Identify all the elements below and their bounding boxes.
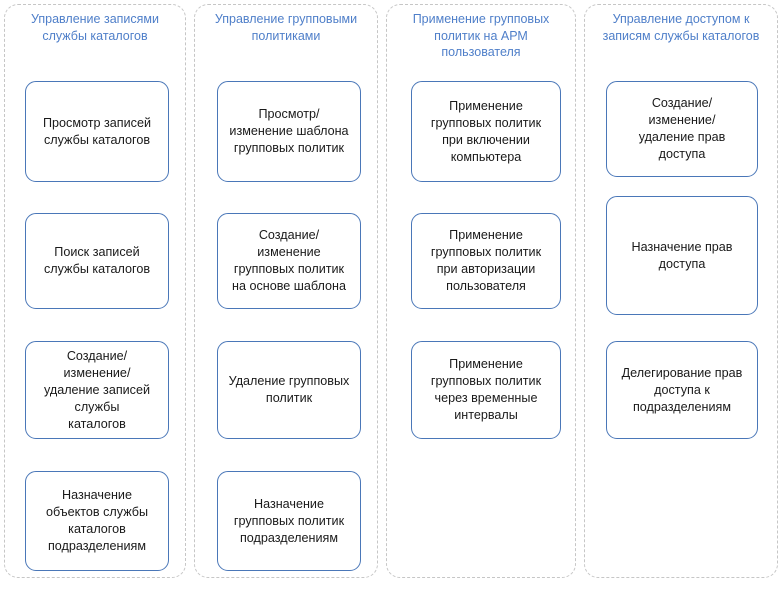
process-node[interactable]: Назначение прав доступа (606, 196, 758, 315)
process-node[interactable]: Применение групповых политик при авториз… (411, 213, 561, 309)
column-header: Управление записями службы каталогов (31, 12, 159, 43)
process-node[interactable]: Создание/ изменение групповых политик на… (217, 213, 361, 309)
process-node[interactable]: Удаление групповых политик (217, 341, 361, 439)
process-node[interactable]: Назначение объектов службы каталогов под… (25, 471, 169, 571)
process-node[interactable]: Поиск записей службы каталогов (25, 213, 169, 309)
diagram-column-access-control-management: Управление доступом к записям службы кат… (584, 4, 778, 578)
diagram-column-group-policy-management: Управление групповыми политиками Просмот… (194, 4, 378, 578)
diagram-column-directory-records-management: Управление записями службы каталогов Про… (4, 4, 186, 578)
process-node[interactable]: Делегирование прав доступа к подразделен… (606, 341, 758, 439)
diagram-column-group-policy-application: Применение групповых политик на АРМ поль… (386, 4, 576, 578)
process-node[interactable]: Просмотр/ изменение шаблона групповых по… (217, 81, 361, 182)
process-node[interactable]: Назначение групповых политик подразделен… (217, 471, 361, 571)
column-header: Управление групповыми политиками (214, 12, 358, 43)
column-header: Управление доступом к записям службы кат… (602, 12, 760, 43)
process-node[interactable]: Создание/ изменение/ удаление записей сл… (25, 341, 169, 439)
process-node[interactable]: Применение групповых политик при включен… (411, 81, 561, 182)
process-node[interactable]: Просмотр записей службы каталогов (25, 81, 169, 182)
process-node[interactable]: Создание/ изменение/ удаление прав досту… (606, 81, 758, 177)
column-header: Применение групповых политик на АРМ поль… (412, 12, 550, 59)
process-node[interactable]: Применение групповых политик через време… (411, 341, 561, 439)
